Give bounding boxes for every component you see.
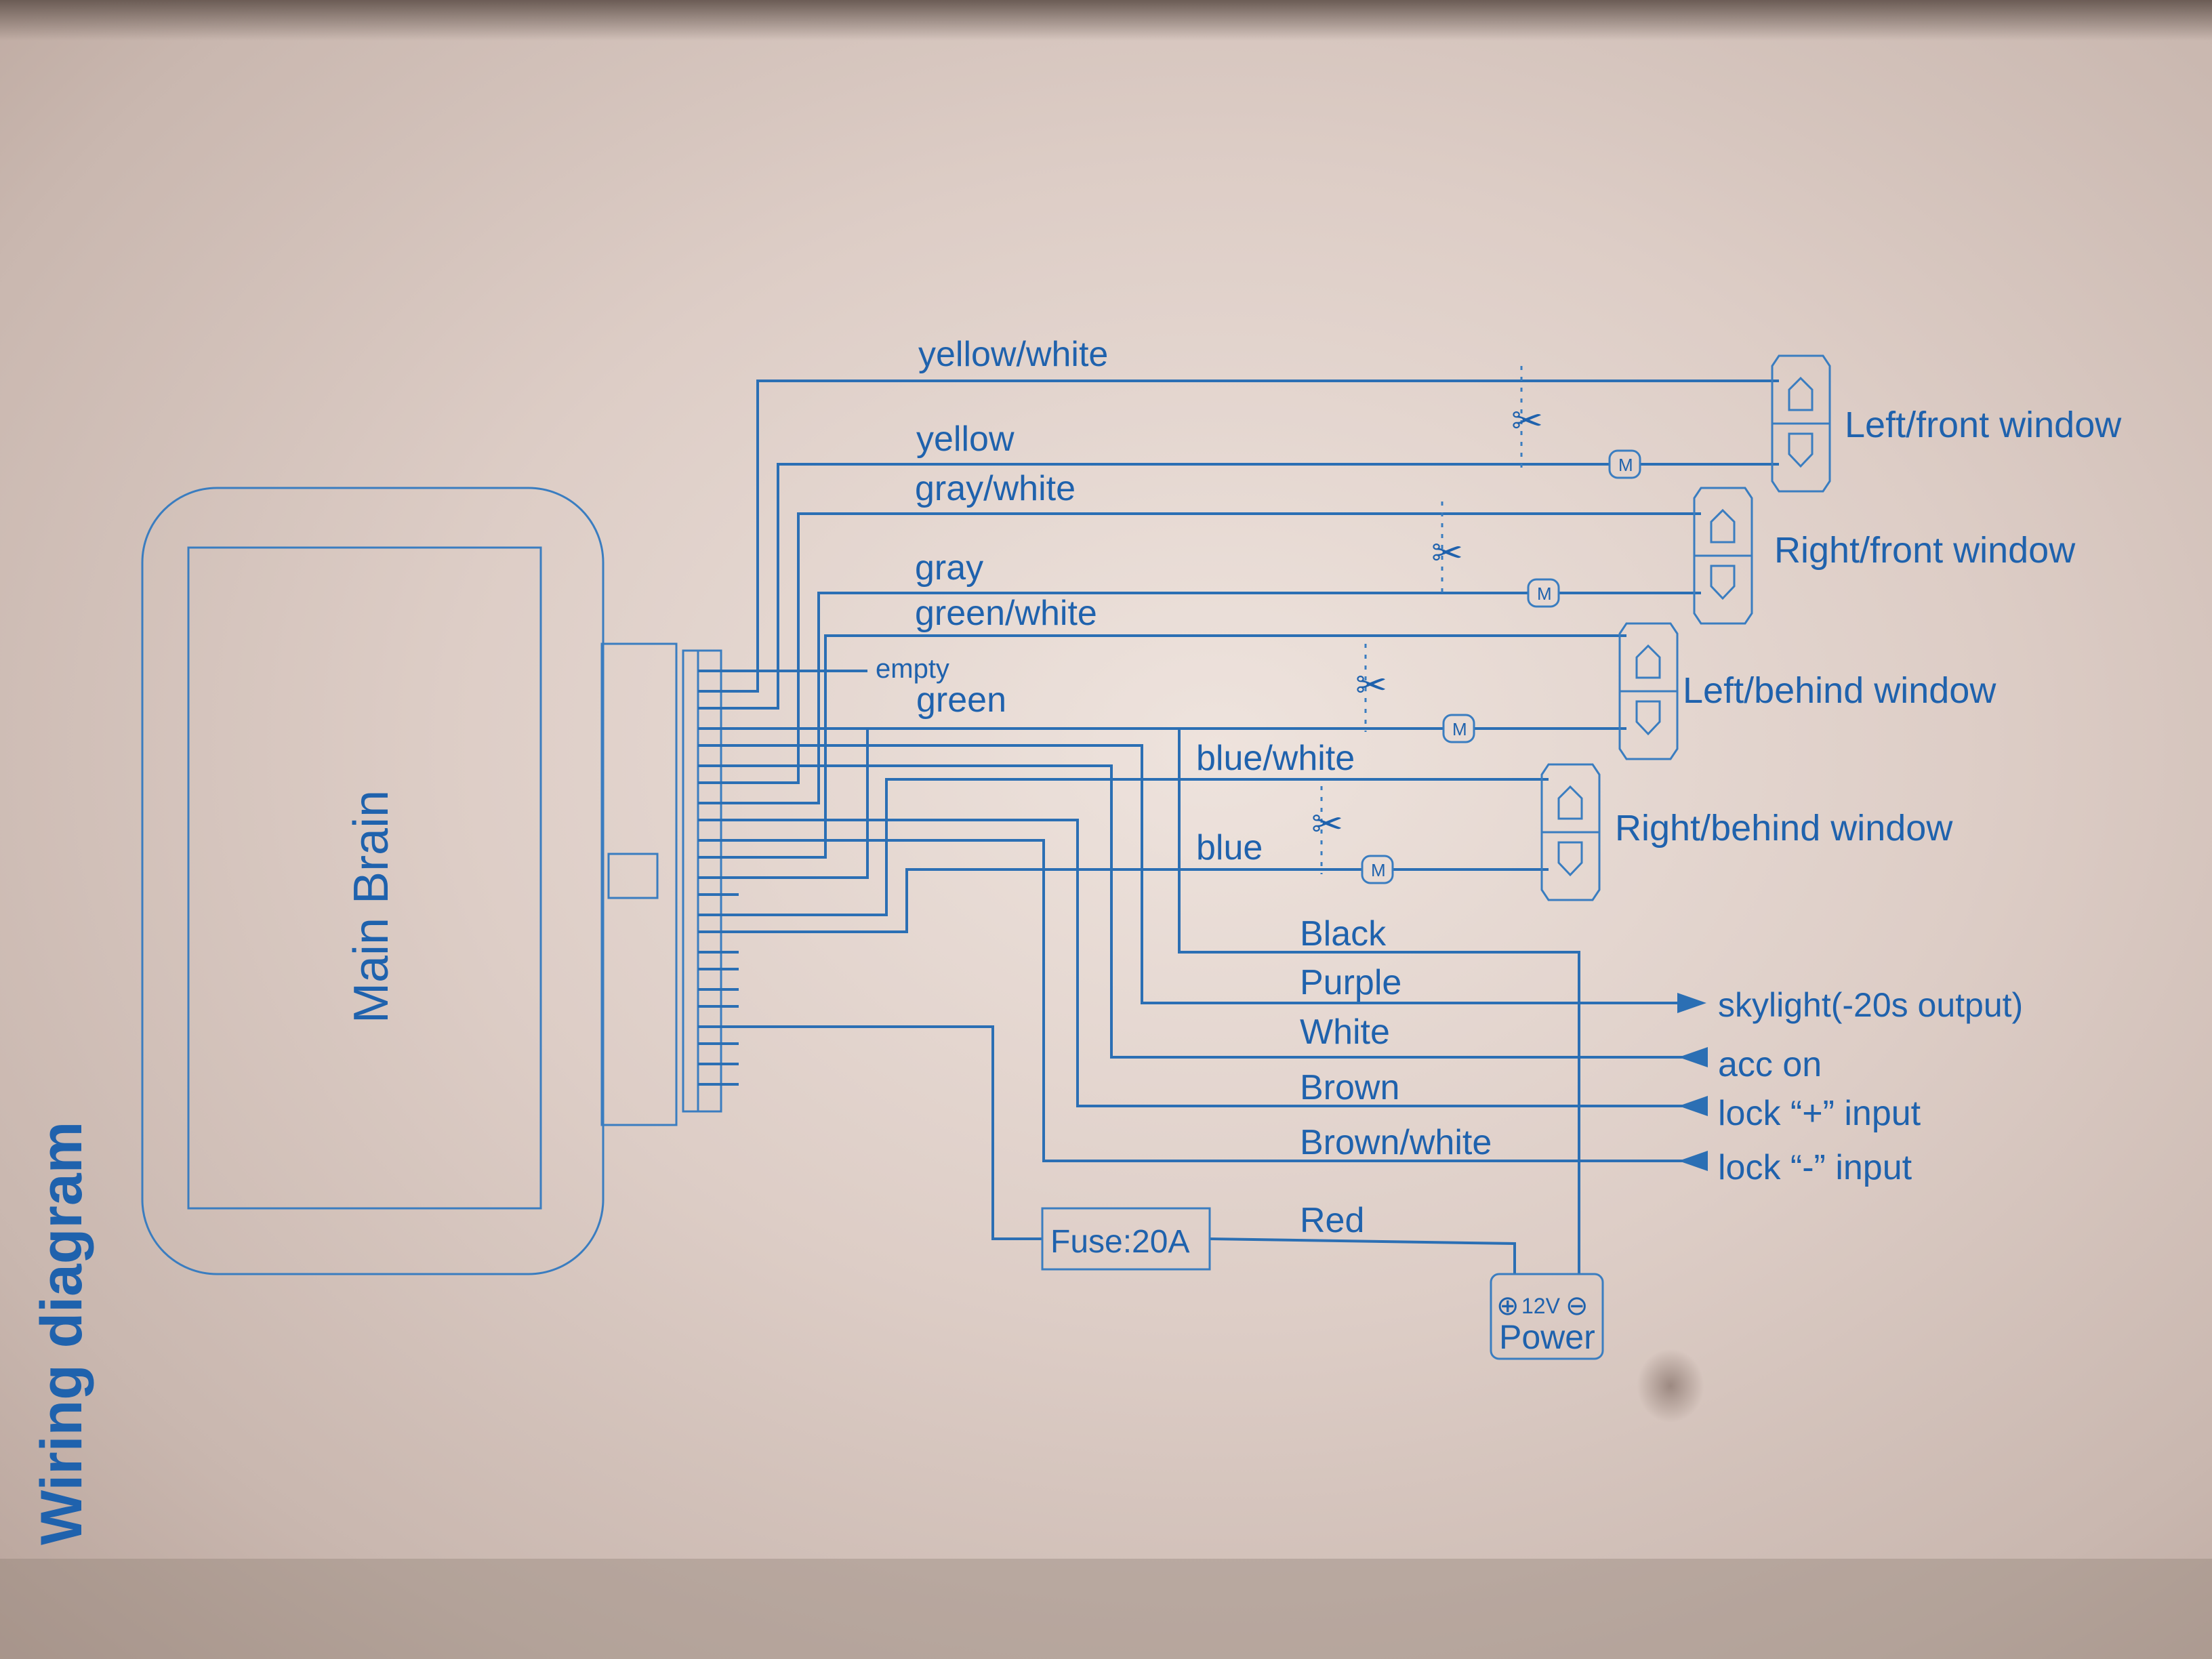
motor-label: M — [1618, 455, 1633, 475]
wire-label-yellow: yellow — [916, 419, 1015, 459]
motor-icon: M — [1608, 449, 1641, 479]
scissors-icon: ✂ — [1355, 663, 1387, 706]
motor-label: M — [1452, 719, 1467, 739]
wire-label-empty: empty — [876, 654, 949, 684]
wire-label-white: White — [1300, 1012, 1390, 1052]
scissors-icon: ✂ — [1311, 802, 1343, 845]
motor-label: M — [1371, 860, 1386, 880]
wire-label-green: green — [916, 680, 1006, 720]
wire-label-brown-white: Brown/white — [1300, 1123, 1492, 1162]
window-switch-right-front — [1693, 487, 1753, 625]
wire-label-purple: Purple — [1300, 963, 1401, 1002]
output-arrow-icon — [1677, 993, 1706, 1013]
wire-label-brown: Brown — [1300, 1068, 1399, 1107]
main-brain-label: Main Brain — [344, 790, 398, 1023]
wire-label-yellow-white: yellow/white — [918, 335, 1108, 374]
wire-label-gray: gray — [915, 548, 983, 588]
power-label: Power — [1499, 1318, 1595, 1356]
main-brain-unit: Main Brain — [141, 487, 722, 1275]
scissors-icon: ✂ — [1431, 531, 1463, 574]
scissors-icon: ✂ — [1511, 399, 1543, 442]
cut-marks: ✂ ✂ ✂ ✂ — [1311, 366, 1543, 874]
window-switch-left-behind — [1618, 622, 1679, 760]
fuse-box: Fuse:20A — [1041, 1207, 1211, 1271]
wire-label-green-white: green/white — [915, 594, 1097, 633]
motor-icon: M — [1527, 578, 1560, 608]
wire-label-gray-white: gray/white — [915, 469, 1076, 508]
fuse-label: Fuse:20A — [1050, 1224, 1189, 1260]
input-label-lock-minus: lock “-” input — [1718, 1148, 1912, 1187]
input-arrow-icon — [1679, 1047, 1708, 1067]
window-labels: Left/front window Right/front window Lef… — [1615, 405, 2122, 848]
input-label-acc-on: acc on — [1718, 1045, 1822, 1084]
wire-label-red: Red — [1300, 1201, 1364, 1240]
input-label-lock-plus: lock “+” input — [1718, 1094, 1921, 1133]
window-label-left-behind: Left/behind window — [1683, 670, 1996, 711]
top-shadow — [0, 0, 2212, 41]
window-label-right-front: Right/front window — [1774, 530, 2076, 571]
diagram-title: Wiring diagram — [29, 1122, 94, 1545]
io-labels: skylight(-20s output) acc on lock “+” in… — [1718, 986, 2023, 1187]
window-switch-right-behind — [1540, 763, 1601, 901]
motor-label: M — [1537, 583, 1552, 604]
input-arrow-icon — [1679, 1151, 1708, 1171]
window-label-right-behind: Right/behind window — [1615, 808, 1953, 848]
window-switch-left-front — [1771, 354, 1831, 493]
control-wire-routes — [718, 727, 1687, 1274]
paper-stain — [1637, 1349, 1704, 1423]
wire-labels: yellow/white yellow gray/white gray gree… — [876, 335, 1492, 1240]
wire-label-black: Black — [1300, 914, 1387, 954]
window-label-left-front: Left/front window — [1845, 405, 2122, 445]
output-label-skylight: skylight(-20s output) — [1718, 986, 2023, 1024]
input-arrow-icon — [1679, 1096, 1708, 1116]
wire-label-blue-white: blue/white — [1196, 739, 1355, 778]
wire-label-blue: blue — [1196, 828, 1263, 867]
power-voltage: 12V — [1521, 1294, 1561, 1318]
minus-icon: ⊖ — [1565, 1291, 1589, 1321]
plus-icon: ⊕ — [1496, 1291, 1519, 1321]
motor-icon: M — [1442, 714, 1475, 743]
power-terminal: ⊕ 12V ⊖ Power — [1490, 1273, 1604, 1360]
motor-icon: M — [1361, 855, 1394, 884]
table-edge — [0, 1559, 2212, 1659]
